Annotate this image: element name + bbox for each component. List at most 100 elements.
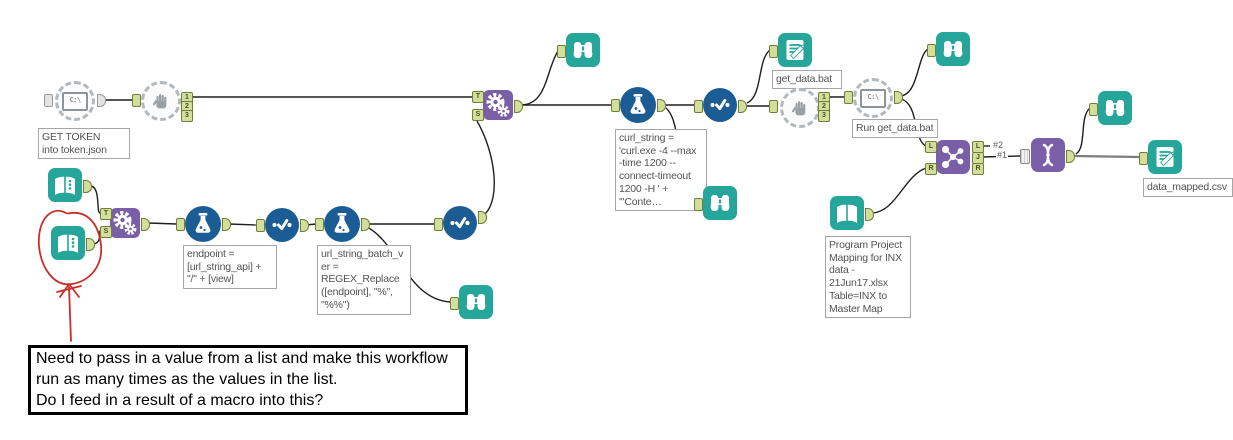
select-1-tool[interactable]: [265, 208, 299, 242]
block-until-done-1-output-3[interactable]: 3: [181, 110, 193, 122]
input-data-1-tool[interactable]: [48, 168, 82, 202]
browse-1-tool[interactable]: [459, 285, 493, 319]
input-data-1-output-anchor[interactable]: [83, 180, 92, 193]
flask-icon: [630, 94, 646, 114]
browse-2-input-anchor[interactable]: [557, 45, 566, 58]
command-prompt-icon: C:\: [860, 88, 886, 108]
run-command-2-tool[interactable]: C:\: [853, 78, 893, 118]
dynamic-rename-tool[interactable]: [1031, 138, 1065, 172]
block-until-done-2-input-anchor[interactable]: [769, 100, 778, 113]
dynamic-input-1-t-anchor[interactable]: T: [100, 208, 112, 220]
annotation-data-mapped-csv[interactable]: data_mapped.csv: [1143, 178, 1233, 197]
browse-5-input-anchor[interactable]: [1089, 103, 1098, 116]
dynamic-input-2-tool[interactable]: [483, 90, 513, 120]
select-3-tool[interactable]: [703, 88, 737, 122]
run-command-1-input-anchor[interactable]: [44, 94, 53, 107]
dynamic-rename-input-anchor[interactable]: [1020, 149, 1030, 164]
binoculars-icon: [1105, 100, 1125, 116]
formula-2-input-anchor[interactable]: [315, 218, 324, 231]
select-3-input-anchor[interactable]: [694, 100, 703, 113]
dynamic-input-1-tool[interactable]: [110, 208, 140, 238]
formula-1-output-anchor[interactable]: [222, 218, 231, 231]
browse-4-tool[interactable]: [936, 32, 970, 66]
check-dots-icon: [450, 217, 470, 229]
annotation-program-mapping[interactable]: Program Project Mapping for INX data - 2…: [825, 236, 911, 319]
gears-icon: [113, 211, 137, 235]
select-2-tool[interactable]: [443, 206, 477, 240]
formula-1-tool[interactable]: [185, 206, 221, 242]
run-command-1-output-anchor[interactable]: [97, 94, 106, 107]
red-scribble: [37, 209, 102, 342]
formula-2-tool[interactable]: [324, 206, 360, 242]
formula-3-output-anchor[interactable]: [657, 99, 666, 112]
check-dots-icon: [710, 99, 730, 111]
dynamic-input-1-s-anchor[interactable]: S: [100, 226, 112, 238]
dynamic-input-2-s-anchor[interactable]: S: [472, 109, 484, 121]
annotation-curl-string[interactable]: curl_string = 'curl.exe -4 --max -time 1…: [615, 129, 707, 212]
formula-2-output-anchor[interactable]: [361, 218, 370, 231]
select-2-output-anchor[interactable]: [478, 211, 487, 224]
browse-3-input-anchor[interactable]: [694, 198, 703, 211]
block-until-done-2-tool[interactable]: [780, 88, 820, 128]
select-3-output-anchor[interactable]: [738, 100, 747, 113]
join-l-input-anchor[interactable]: L: [925, 141, 937, 153]
output-data-1-input-anchor[interactable]: [769, 45, 778, 58]
flask-icon: [334, 213, 350, 233]
connection-label-2: #2: [992, 140, 1005, 150]
binoculars-icon: [710, 195, 730, 211]
input-data-3-tool[interactable]: [830, 196, 864, 230]
dynamic-input-2-t-anchor[interactable]: T: [472, 91, 484, 103]
binoculars-icon: [943, 41, 963, 57]
check-dots-icon: [272, 219, 292, 231]
annotation-get-token[interactable]: GET TOKEN into token.json: [38, 128, 130, 160]
book-icon: [55, 176, 75, 195]
document-pencil-icon: [1156, 147, 1175, 167]
annotation-url-string-batch[interactable]: url_string_batch_v er = REGEX_Replace ([…: [317, 245, 411, 315]
formula-1-input-anchor[interactable]: [176, 218, 185, 231]
run-command-2-output-anchor[interactable]: [894, 91, 903, 104]
output-data-1-tool[interactable]: [778, 33, 812, 67]
binoculars-icon: [573, 42, 593, 58]
output-data-2-tool[interactable]: [1148, 140, 1182, 174]
browse-3-tool[interactable]: [703, 186, 737, 220]
formula-3-input-anchor[interactable]: [611, 99, 620, 112]
book-icon: [837, 204, 857, 223]
output-data-2-input-anchor[interactable]: [1139, 152, 1148, 165]
select-1-input-anchor[interactable]: [256, 219, 265, 232]
run-command-2-input-anchor[interactable]: [844, 91, 853, 104]
formula-3-tool[interactable]: [620, 87, 656, 123]
join-r-input-anchor[interactable]: R: [925, 163, 937, 175]
gears-icon: [486, 93, 510, 117]
select-2-input-anchor[interactable]: [434, 218, 443, 231]
document-pencil-icon: [786, 40, 805, 60]
annotation-run-get-data-bat[interactable]: Run get_data.bat: [852, 119, 938, 138]
flask-icon: [195, 213, 211, 233]
select-1-output-anchor[interactable]: [300, 219, 309, 232]
workflow-note[interactable]: Need to pass in a value from a list and …: [28, 345, 468, 416]
block-until-done-1-input-anchor[interactable]: [132, 94, 141, 107]
annotation-get-data-bat[interactable]: get_data.bat: [772, 70, 842, 89]
dynamic-input-2-output-anchor[interactable]: [514, 100, 523, 113]
connection-label-1: #1: [996, 150, 1009, 160]
book-icon: [58, 234, 78, 253]
browse-4-input-anchor[interactable]: [927, 44, 936, 57]
browse-2-tool[interactable]: [566, 33, 600, 67]
input-data-2-output-anchor[interactable]: [86, 238, 95, 251]
input-data-2-tool[interactable]: [51, 226, 85, 260]
annotation-endpoint[interactable]: endpoint = [url_string_api] + "/" + [vie…: [183, 245, 277, 290]
run-command-1-tool[interactable]: C:\: [55, 81, 95, 121]
block-until-done-1-tool[interactable]: [141, 81, 181, 121]
browse-5-tool[interactable]: [1098, 91, 1132, 125]
join-tool[interactable]: [936, 140, 970, 174]
dynamic-input-1-output-anchor[interactable]: [141, 218, 150, 231]
hand-icon: [791, 101, 806, 116]
dna-helix-icon: [1042, 143, 1054, 167]
binoculars-icon: [466, 294, 486, 310]
hand-icon: [152, 94, 167, 109]
input-data-3-output-anchor[interactable]: [865, 208, 874, 221]
dynamic-rename-output-anchor[interactable]: [1066, 150, 1075, 163]
join-r-output-anchor[interactable]: R: [972, 163, 984, 175]
browse-1-input-anchor[interactable]: [450, 297, 459, 310]
block-until-done-2-output-3[interactable]: 3: [818, 110, 830, 122]
